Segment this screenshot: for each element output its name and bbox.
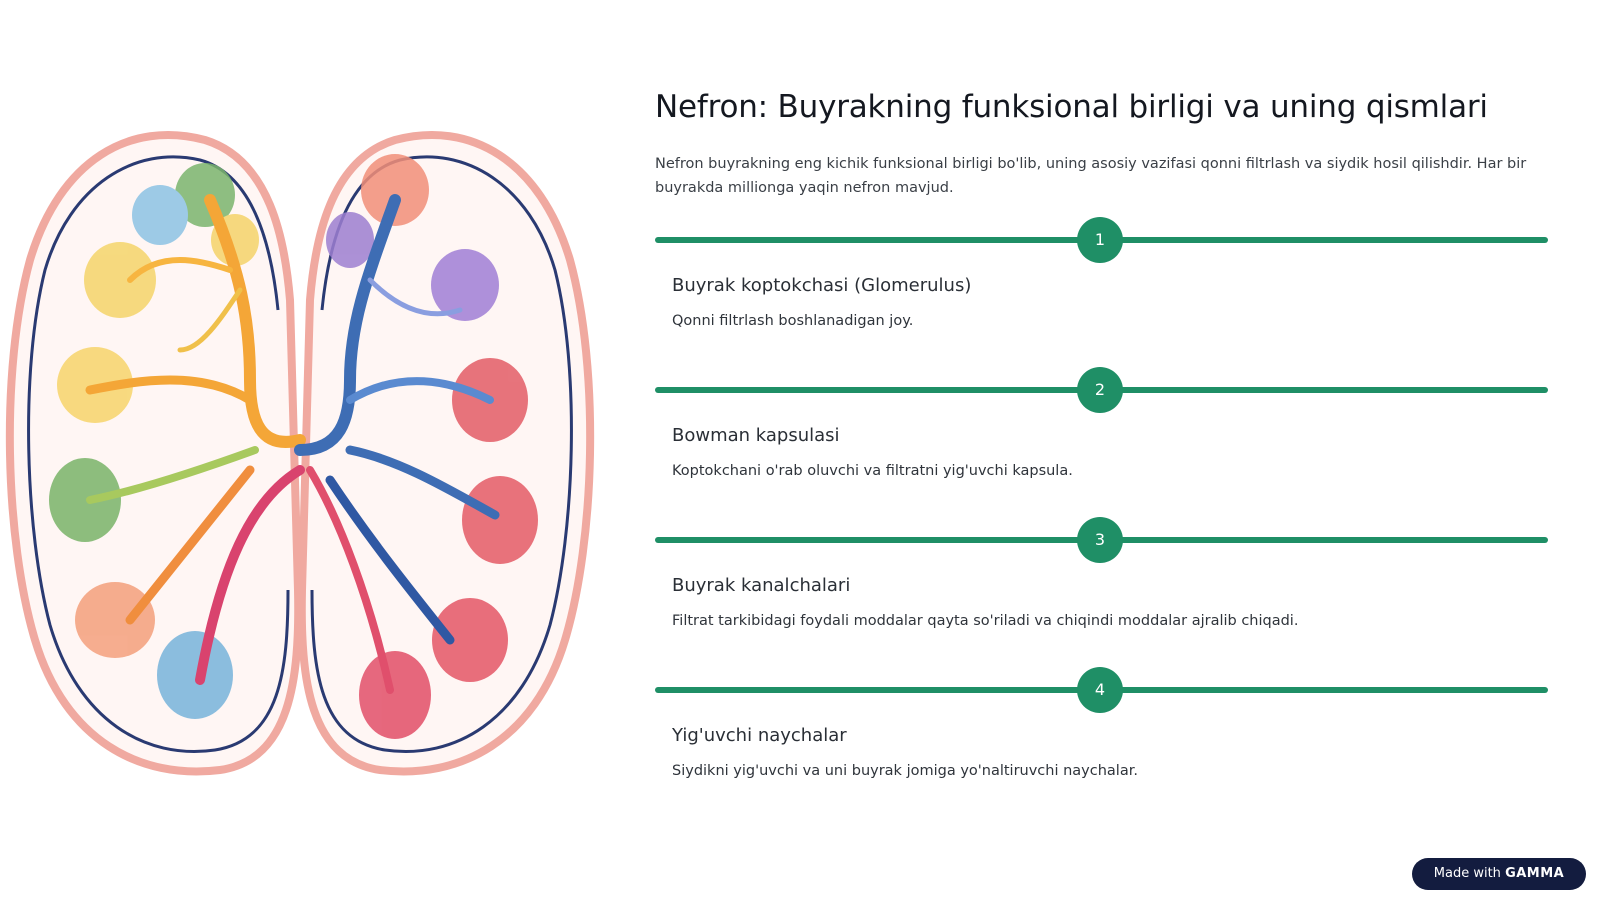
made-with-gamma-badge[interactable]: Made with GAMMA [1412,858,1586,890]
step-2: 2 Bowman kapsulasi Koptokchani o'rab olu… [655,363,1550,513]
right-lobules [326,154,538,739]
step-description: Koptokchani o'rab oluvchi va filtratni y… [672,463,1073,479]
step-number-badge: 2 [1077,367,1123,413]
step-1: 1 Buyrak koptokchasi (Glomerulus) Qonni … [655,213,1550,363]
step-number-badge: 4 [1077,667,1123,713]
step-title: Bowman kapsulasi [672,425,840,446]
content-panel: Nefron: Buyrakning funksional birligi va… [655,86,1550,200]
step-description: Siydikni yig'uvchi va uni buyrak jomiga … [672,763,1138,779]
step-title: Buyrak koptokchasi (Glomerulus) [672,275,972,296]
step-title: Yig'uvchi naychalar [672,725,847,746]
gamma-logo: GAMMA [1505,866,1565,881]
step-description: Qonni filtrlash boshlanadigan joy. [672,313,914,329]
step-description: Filtrat tarkibidagi foydali moddalar qay… [672,613,1299,629]
vessel-tree [85,194,500,694]
kidney-illustration [5,131,595,776]
step-4: 4 Yig'uvchi naychalar Siydikni yig'uvchi… [655,663,1550,813]
intro-paragraph: Nefron buyrakning eng kichik funksional … [655,156,1527,196]
kidney-right-outline [297,131,595,776]
step-3: 3 Buyrak kanalchalari Filtrat tarkibidag… [655,513,1550,663]
badge-prefix: Made with [1433,866,1501,881]
step-title: Buyrak kanalchalari [672,575,851,596]
slide-title: Nefron: Buyrakning funksional birligi va… [655,89,1488,125]
step-number-badge: 3 [1077,517,1123,563]
step-number-badge: 1 [1077,217,1123,263]
